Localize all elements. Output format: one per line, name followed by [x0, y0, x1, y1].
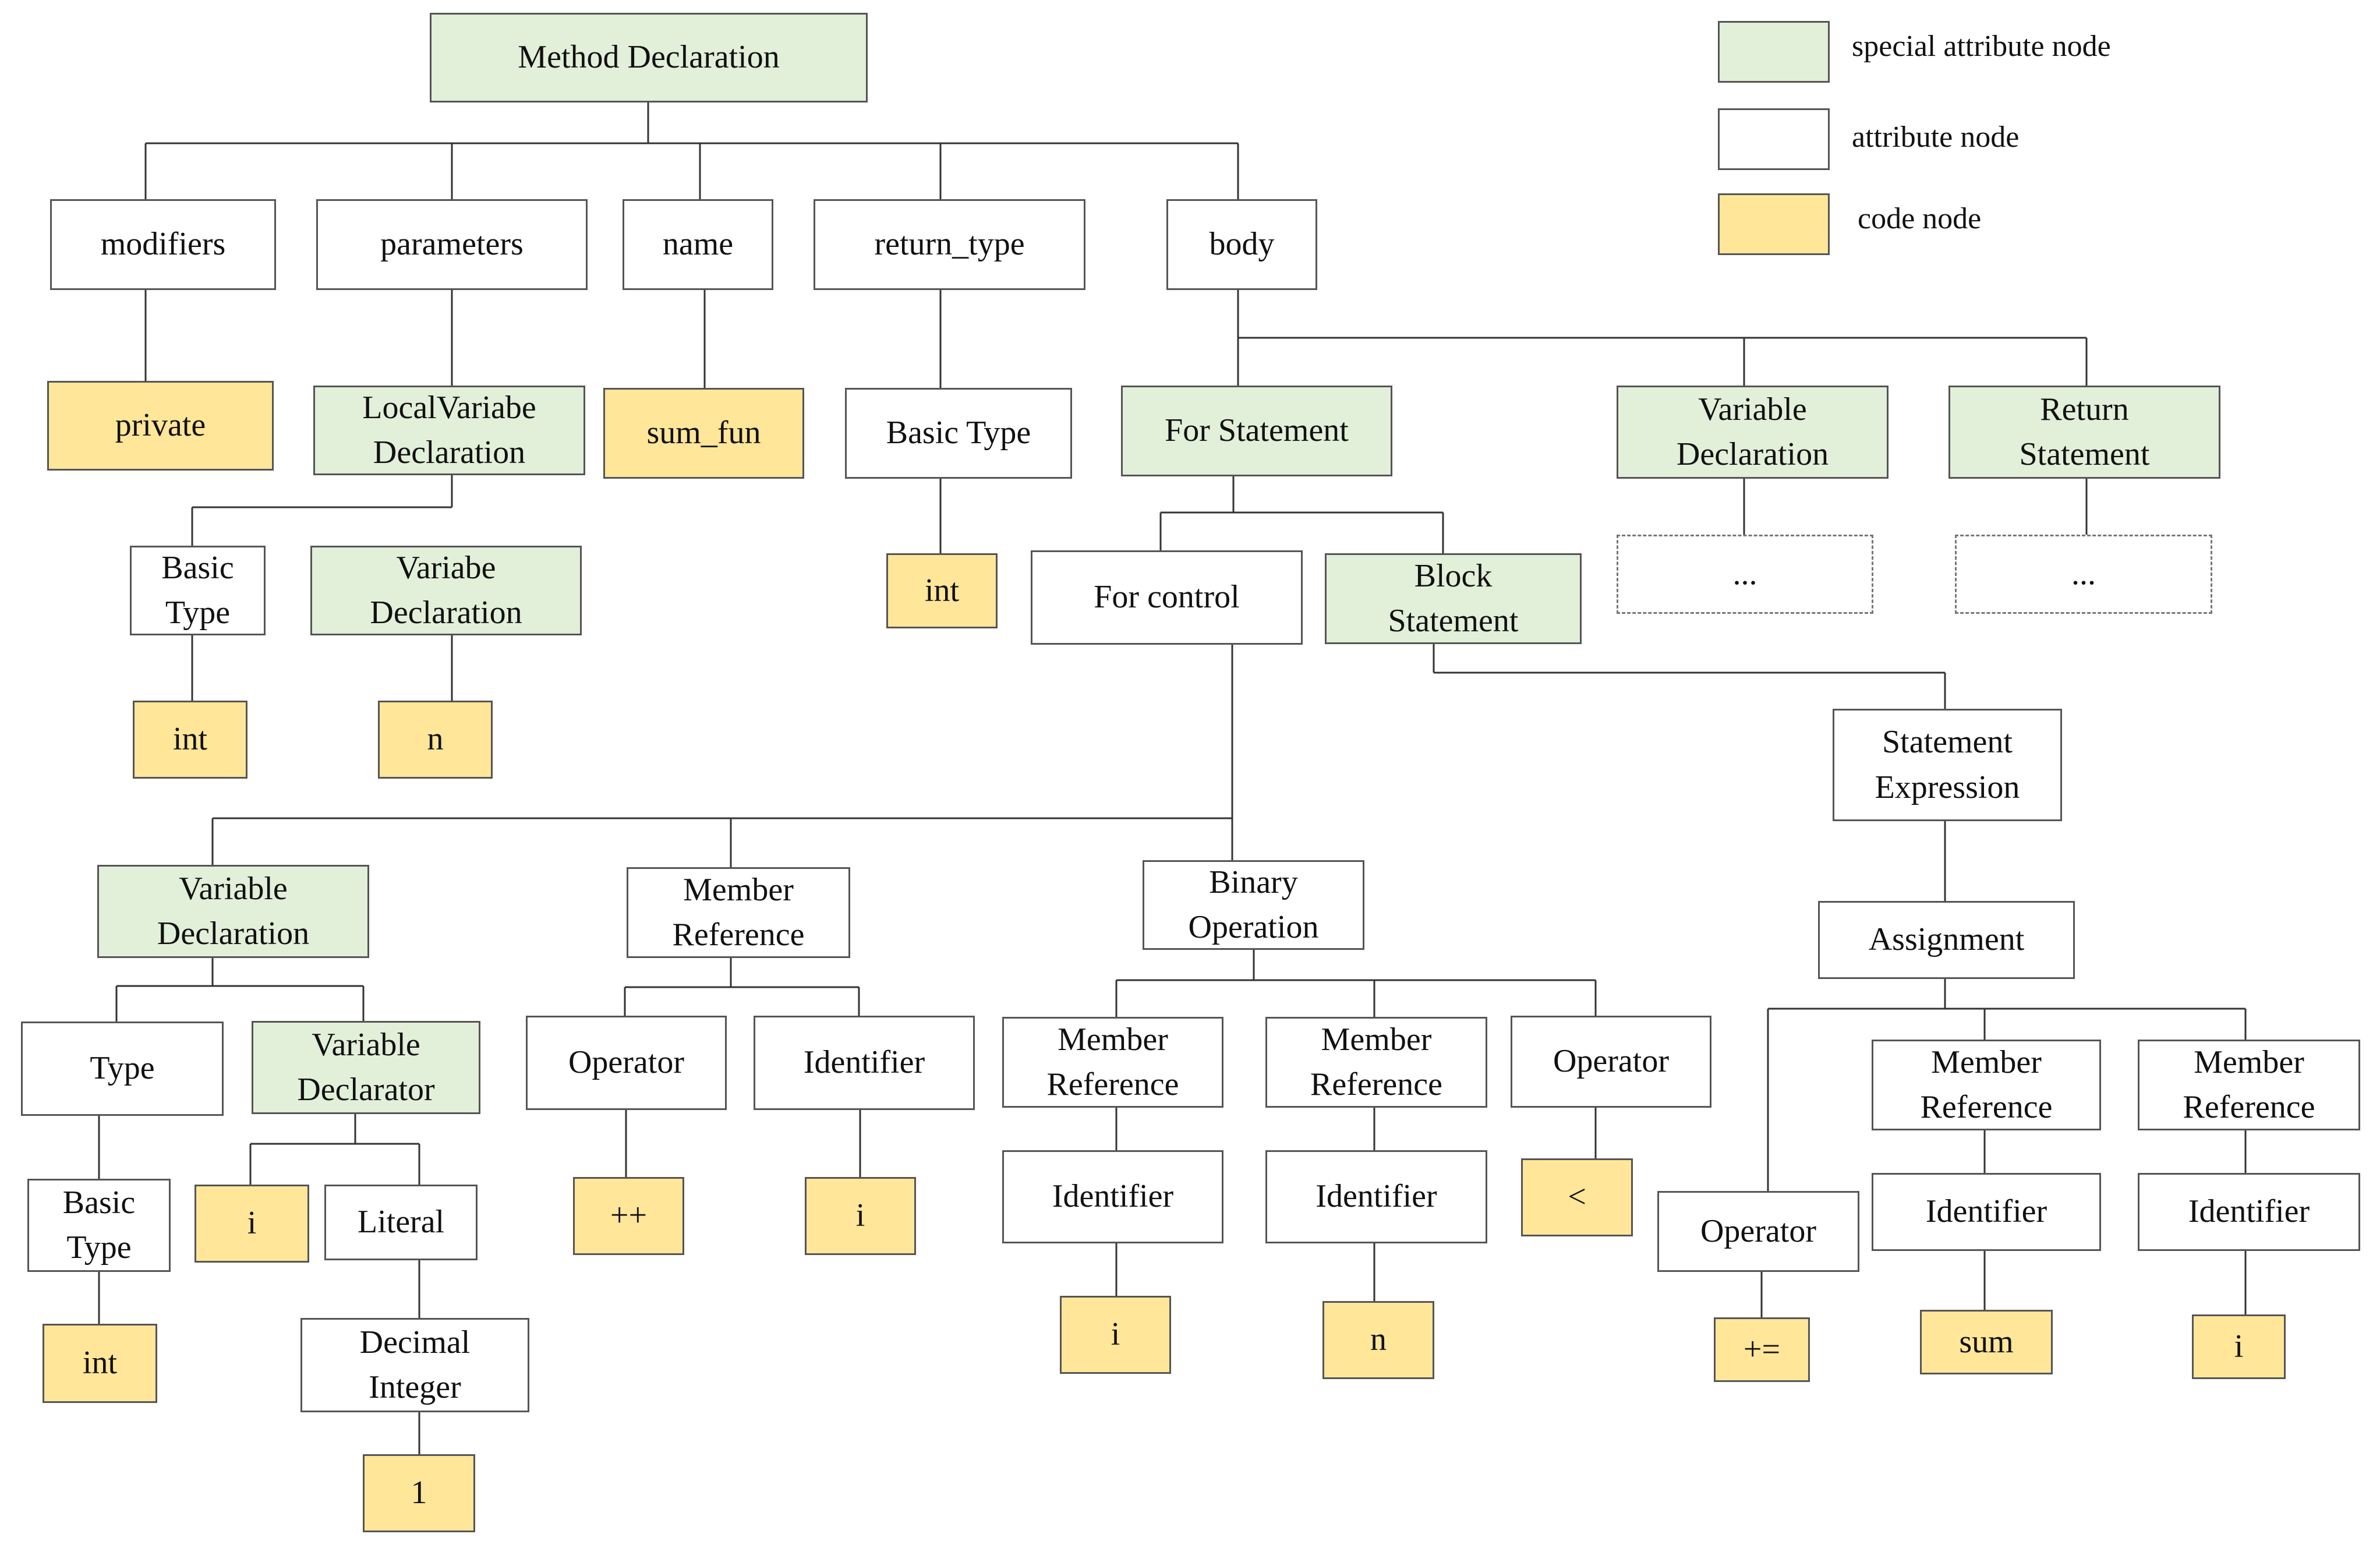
- node-member-reference-bin-left: Member Reference: [1002, 1017, 1223, 1108]
- node-sum-fun: sum_fun: [603, 388, 804, 479]
- node-variabe-declaration-param: Variabe Declaration: [310, 546, 582, 635]
- node-name: name: [623, 199, 773, 290]
- node-less-than-op: <: [1521, 1158, 1633, 1236]
- node-n-param: n: [378, 701, 493, 779]
- node-ellipsis-2: ...: [1955, 535, 2212, 614]
- node-basic-type-return: Basic Type: [845, 388, 1072, 479]
- node-i-bin: i: [1060, 1296, 1171, 1374]
- node-literal: Literal: [324, 1185, 478, 1260]
- node-operator-update: Operator: [526, 1016, 727, 1110]
- node-binary-operation: Binary Operation: [1143, 860, 1364, 950]
- node-body: body: [1166, 199, 1317, 290]
- node-identifier-update: Identifier: [754, 1016, 975, 1110]
- node-basic-type-for: Basic Type: [27, 1179, 171, 1272]
- node-i-assign: i: [2192, 1314, 2286, 1379]
- node-return-type: return_type: [814, 199, 1085, 290]
- node-method-declaration: Method Declaration: [430, 13, 868, 103]
- node-modifiers: modifiers: [50, 199, 276, 290]
- node-int-for: int: [43, 1324, 157, 1403]
- node-for-control: For control: [1031, 550, 1303, 645]
- node-one-literal: 1: [363, 1454, 475, 1532]
- legend-label-code: code node: [1858, 202, 1982, 235]
- node-member-reference-bin-right: Member Reference: [1265, 1017, 1487, 1108]
- node-int-param: int: [133, 701, 247, 779]
- node-i-update: i: [805, 1177, 916, 1255]
- node-basic-type-param: Basic Type: [130, 546, 266, 635]
- node-ellipsis-1: ...: [1617, 535, 1873, 614]
- node-plus-assign-op: +=: [1714, 1317, 1810, 1382]
- node-variable-declaration-for: Variable Declaration: [97, 865, 369, 958]
- node-variable-declaration-body: Variable Declaration: [1617, 386, 1889, 479]
- legend-swatch-attribute: [1718, 108, 1830, 170]
- node-identifier-assign-left: Identifier: [1872, 1173, 2101, 1251]
- node-return-statement: Return Statement: [1948, 386, 2220, 479]
- node-decimal-integer: Decimal Integer: [300, 1318, 529, 1412]
- node-private: private: [47, 381, 274, 471]
- node-member-reference-update: Member Reference: [627, 867, 850, 958]
- node-identifier-bin-left: Identifier: [1002, 1150, 1223, 1243]
- node-operator-assign: Operator: [1657, 1191, 1859, 1272]
- node-for-statement: For Statement: [1121, 386, 1392, 476]
- legend-swatch-special: [1718, 21, 1830, 83]
- node-member-reference-assign-left: Member Reference: [1872, 1040, 2101, 1130]
- legend-swatch-code: [1718, 193, 1830, 255]
- node-local-variable-declaration: LocalVariabe Declaration: [313, 386, 585, 475]
- node-sum-ident: sum: [1920, 1310, 2053, 1374]
- node-identifier-bin-right: Identifier: [1265, 1150, 1487, 1243]
- node-increment-op: ++: [573, 1177, 684, 1255]
- node-parameters: parameters: [316, 199, 588, 290]
- node-operator-bin: Operator: [1511, 1016, 1711, 1108]
- node-i-declarator: i: [194, 1185, 309, 1263]
- node-member-reference-assign-right: Member Reference: [2138, 1040, 2360, 1130]
- node-variable-declarator: Variable Declarator: [252, 1021, 480, 1114]
- node-assignment: Assignment: [1818, 901, 2075, 979]
- node-identifier-assign-right: Identifier: [2138, 1173, 2360, 1251]
- node-n-bin: n: [1322, 1301, 1434, 1379]
- node-int-return: int: [886, 553, 998, 628]
- legend-label-attribute: attribute node: [1852, 121, 2020, 154]
- node-type-for: Type: [21, 1022, 224, 1116]
- legend-label-special: special attribute node: [1852, 30, 2111, 63]
- node-block-statement: Block Statement: [1325, 553, 1582, 644]
- node-statement-expression: Statement Expression: [1833, 709, 2062, 821]
